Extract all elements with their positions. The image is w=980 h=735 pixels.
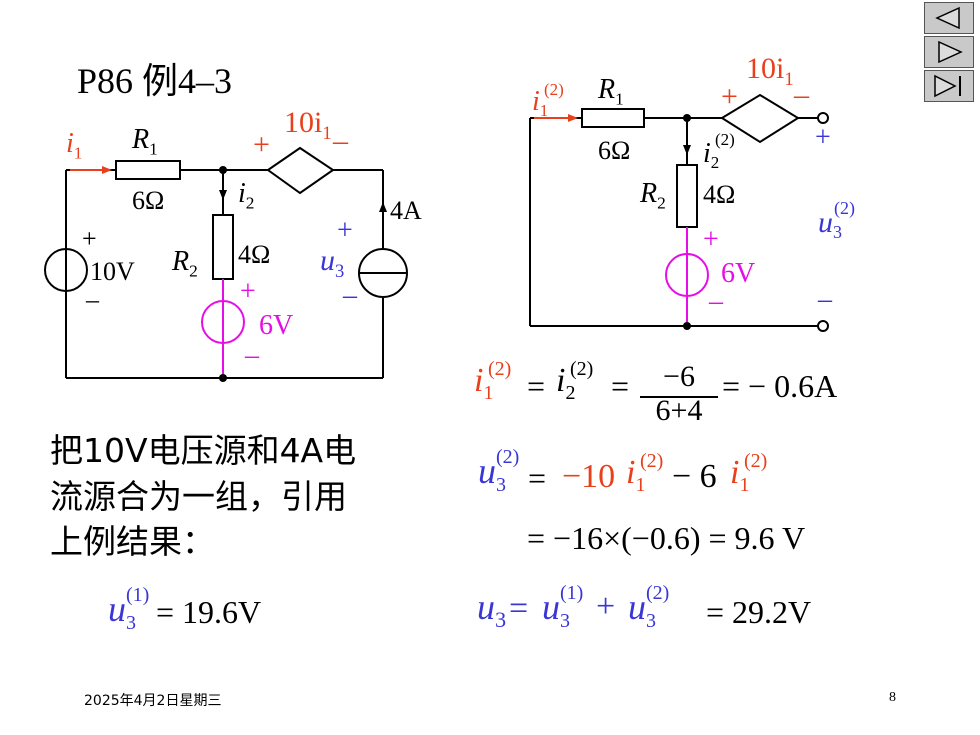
c2-6v-minus: – xyxy=(709,286,723,317)
c1-6v-plus: + xyxy=(240,276,256,307)
next-slide-icon xyxy=(938,40,963,64)
eq2-equals: = xyxy=(528,460,547,496)
c1-dep-source-label: 10i1 xyxy=(284,106,332,144)
c2-r2-value: 4Ω xyxy=(703,180,736,209)
eq1-fraction: −6 6+4 xyxy=(640,360,718,428)
left-text-line-2: 流源合为一组，引用 xyxy=(50,477,347,516)
c2-r1-value: 6Ω xyxy=(598,136,631,165)
c2-6v-plus: + xyxy=(703,224,719,255)
eq4-u3-total: u3 xyxy=(477,587,507,633)
c1-10v-minus: – xyxy=(86,285,99,314)
c1-r1-value: 6Ω xyxy=(132,186,165,215)
last-slide-icon xyxy=(934,74,961,98)
eq4-u32: u(2)3 xyxy=(628,582,670,632)
eq1-equals-a: = xyxy=(527,368,546,404)
eq1-i1: i(2)1 xyxy=(474,358,512,404)
circuit-1-diagram xyxy=(44,146,408,382)
c2-dep-plus: + xyxy=(721,80,738,113)
eq2-i1b: i(2)1 xyxy=(730,450,768,496)
c1-r2-label: R2 xyxy=(172,246,198,281)
c2-u3-label: u(2)3 xyxy=(818,198,855,242)
c1-10v-plus: + xyxy=(82,224,97,253)
c1-4a-label: 4A xyxy=(390,196,422,225)
eq4-equals: = xyxy=(509,590,529,627)
c1-u3-minus: – xyxy=(343,280,357,311)
c1-dep-minus: – xyxy=(333,124,348,157)
eq2-u3: u(2)3 xyxy=(478,446,520,496)
c1-6v-label: 6V xyxy=(259,310,294,341)
c1-r2-value: 4Ω xyxy=(238,240,271,269)
c2-dep-minus: – xyxy=(794,78,809,111)
eq2-i1: i(2)1 xyxy=(626,450,664,496)
prev-slide-button[interactable] xyxy=(924,2,974,34)
c1-u3-plus: + xyxy=(337,215,353,246)
eq4-plus: + xyxy=(596,588,616,625)
c2-6v-label: 6V xyxy=(721,258,756,289)
left-u31-value: = 19.6V xyxy=(156,594,262,630)
left-u31-label: u(1)3 xyxy=(108,584,150,634)
c1-10v-label: 10V xyxy=(90,257,135,286)
eq2-minus6: − 6 xyxy=(672,458,717,495)
eq2-coef: −10 xyxy=(562,458,616,495)
c1-u3-label: u3 xyxy=(320,244,345,282)
eq4-result: = 29.2V xyxy=(706,594,812,630)
c2-out-minus: – xyxy=(818,284,832,315)
prev-slide-icon xyxy=(935,6,960,30)
eq3-line: = −16×(−0.6) = 9.6 V xyxy=(527,520,806,556)
c1-r1-label: R1 xyxy=(132,124,158,159)
c1-i2-label: i2 xyxy=(238,178,255,213)
left-text-line-3: 上例结果： xyxy=(50,522,215,561)
c2-out-plus: + xyxy=(815,122,831,153)
eq1-equals-b: = xyxy=(611,368,630,404)
c2-r2-label: R2 xyxy=(640,178,666,213)
c1-6v-minus: – xyxy=(245,340,259,371)
last-slide-button[interactable] xyxy=(924,70,974,102)
eq4-u31: u(1)3 xyxy=(542,582,584,632)
c2-dep-source-label: 10i1 xyxy=(746,52,794,90)
slide-title: P86 例4–3 xyxy=(77,61,233,101)
eq1-result: = − 0.6A xyxy=(722,368,838,404)
c2-i1-label: i(2)1 xyxy=(532,80,564,120)
left-text-line-1: 把10V电压源和4A电 xyxy=(50,431,357,470)
footer-date: 2025年4月2日星期三 xyxy=(84,693,222,709)
footer-page-number: 8 xyxy=(889,690,896,705)
eq1-i2: i(2)2 xyxy=(556,358,594,404)
c2-i2-label: i(2)2 xyxy=(703,130,735,172)
c1-dep-plus: + xyxy=(253,128,270,161)
c2-r1-label: R1 xyxy=(598,74,624,109)
c1-i1-label: i1 xyxy=(66,128,83,163)
next-slide-button[interactable] xyxy=(924,36,974,68)
circuit-2-diagram xyxy=(529,93,829,332)
